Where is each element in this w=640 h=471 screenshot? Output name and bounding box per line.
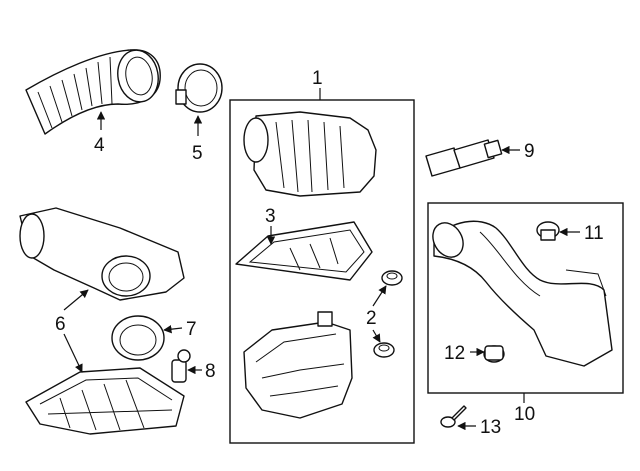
lower-tray-part	[25, 367, 185, 435]
assembly-box-1	[229, 99, 415, 444]
assembly-box-10	[427, 202, 624, 394]
grommet-upper-part	[381, 270, 403, 286]
intake-hose-part	[25, 49, 161, 135]
callout-13: 13	[480, 417, 501, 438]
callout-12: 12	[444, 343, 465, 364]
air-cleaner-housing-part	[243, 311, 353, 419]
callout-5: 5	[192, 143, 203, 164]
sensor-part	[171, 349, 191, 383]
callout-9: 9	[524, 141, 535, 162]
resonator-duct-part	[19, 207, 185, 301]
callout-6: 6	[55, 314, 66, 335]
callout-1: 1	[312, 68, 323, 89]
grommet-lower-part	[373, 342, 395, 358]
bolt-part	[440, 405, 467, 428]
leader-2-upper	[372, 285, 387, 307]
leader-2-lower	[372, 329, 381, 343]
plug-part	[483, 345, 505, 363]
callout-3: 3	[265, 206, 276, 227]
air-cleaner-cover-part	[243, 111, 377, 197]
callout-7: 7	[186, 319, 197, 340]
callout-10: 10	[514, 404, 535, 425]
callout-4: 4	[94, 135, 105, 156]
seal-ring-part	[111, 315, 165, 361]
callout-2: 2	[366, 308, 377, 329]
cap-part	[536, 221, 560, 241]
leader-6-duct	[63, 289, 89, 311]
hose-clamp-part	[175, 63, 223, 113]
air-flow-sensor-part	[425, 139, 503, 177]
leader-7	[163, 324, 183, 334]
leader-6-tray	[63, 333, 83, 373]
callout-11: 11	[584, 223, 604, 244]
air-filter-part	[235, 221, 373, 281]
outlet-duct-part	[432, 220, 613, 367]
callout-8: 8	[205, 361, 216, 382]
